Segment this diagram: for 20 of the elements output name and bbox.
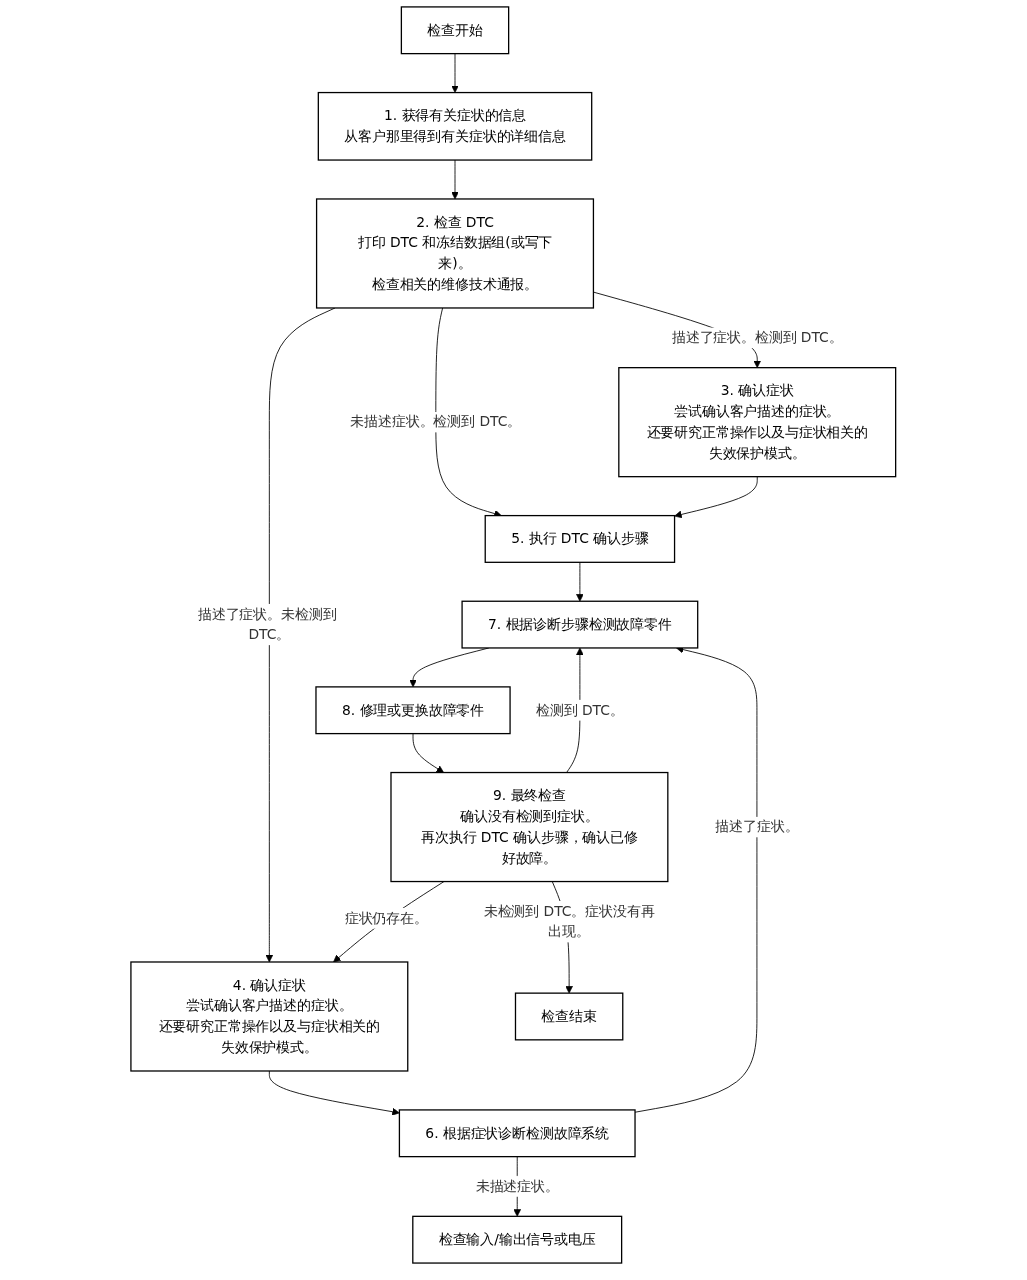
edge-label: 未检测到 DTC。症状没有再出现。 bbox=[483, 902, 655, 940]
edge-label: 描述了症状。未检测到 DTC。 bbox=[198, 605, 337, 643]
node-box: 2. 检查 DTC 打印 DTC 和冻结数据组(或写下来)。 检查相关的维修技术通报。 bbox=[316, 198, 595, 309]
node-box: 检查输入/输出信号或电压 bbox=[412, 1215, 623, 1264]
node-box: 6. 根据症状诊断检测故障系统 bbox=[398, 1109, 636, 1158]
edge-label: 未描述症状。 bbox=[475, 1177, 559, 1195]
edge-label: 描述了症状。 bbox=[715, 818, 799, 835]
edge-label: 症状仍存在。 bbox=[344, 909, 428, 927]
node-box: 8. 修理或更换故障零件 bbox=[315, 686, 511, 735]
node-box: 3. 确认症状 尝试确认客户描述的症状。 还要研究正常操作以及与症状相关的失效保护模式。 bbox=[618, 367, 897, 478]
node-box: 1. 获得有关症状的信息 从客户那里得到有关症状的详细信息 bbox=[317, 91, 593, 161]
node-box: 5. 执行 DTC 确认步骤 bbox=[484, 514, 676, 563]
node-box: 7. 根据诊断步骤检测故障零件 bbox=[461, 600, 699, 649]
edge-label: 未描述症状。检测到 DTC。 bbox=[350, 413, 522, 430]
edge-label: 描述了症状。检测到 DTC。 bbox=[672, 329, 843, 346]
node-box: 9. 最终检查 确认没有检测到症状。 再次执行 DTC 确认步骤，确认已修好故障。 bbox=[390, 771, 669, 883]
node-box: 检查结束 bbox=[515, 992, 624, 1041]
node-box: 检查开始 bbox=[400, 6, 510, 55]
node-box: 4. 确认症状 尝试确认客户描述的症状。 还要研究正常操作以及与症状相关的失效保护模式。 bbox=[130, 961, 409, 1072]
edge-label: 检测到 DTC。 bbox=[536, 701, 624, 719]
